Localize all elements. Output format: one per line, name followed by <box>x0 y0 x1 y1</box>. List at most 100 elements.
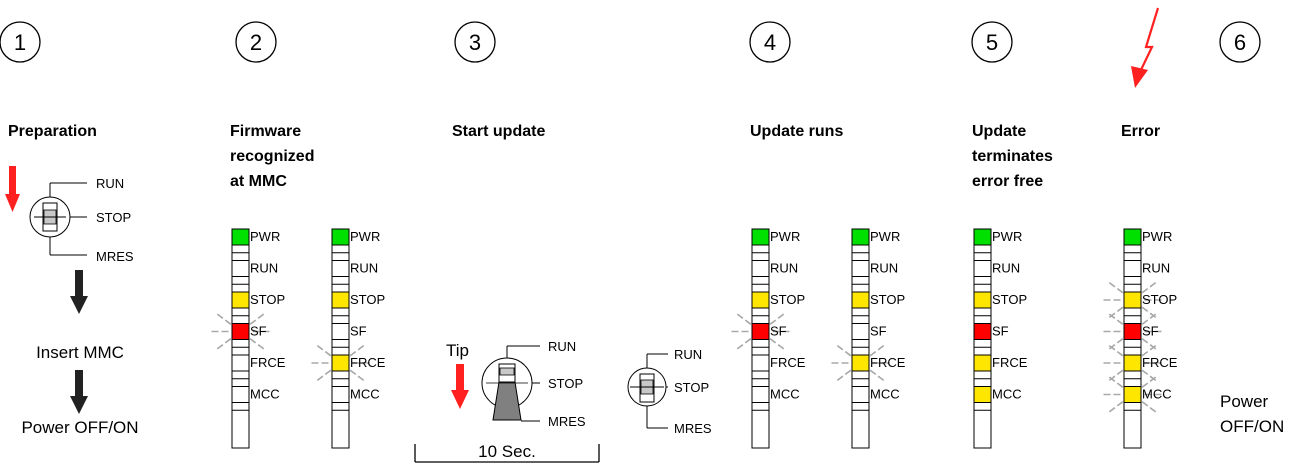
switch-1-mres-label: MRES <box>96 249 134 264</box>
led-sf <box>1123 323 1142 340</box>
step-1-marker: 1 <box>0 21 41 63</box>
led-columns: PWRRUNSTOPSFFRCEMCCPWRRUNSTOPSFFRCEMCCPW… <box>210 228 1178 449</box>
step-6-title: Error <box>1121 123 1160 140</box>
step-5-title-line-1: Update <box>972 123 1026 140</box>
led-label-mcc: MCC <box>250 387 280 402</box>
led-label-run: RUN <box>1142 261 1170 276</box>
switch-1-stop-label: STOP <box>96 210 131 225</box>
led-label-mcc: MCC <box>1142 387 1172 402</box>
off-on-text: OFF/ON <box>1220 417 1284 436</box>
led-label-mcc: MCC <box>350 387 380 402</box>
step-5-marker: 5 <box>971 21 1013 63</box>
led-pwr <box>973 228 992 246</box>
led-label-frce: FRCE <box>350 355 386 370</box>
led-mcc <box>751 386 770 403</box>
led-run <box>973 260 992 277</box>
step-5-title-line-2: terminates <box>972 148 1053 165</box>
switch-3b-run-label: RUN <box>674 347 702 362</box>
led-pwr <box>331 228 350 246</box>
led-label-run: RUN <box>350 261 378 276</box>
dark-down-arrow-icon <box>70 270 88 314</box>
step-2-marker: 2 <box>235 21 277 63</box>
led-label-run: RUN <box>870 261 898 276</box>
duration-label: 10 Sec. <box>478 442 536 461</box>
led-label-pwr: PWR <box>992 229 1022 244</box>
switch-1-run-label: RUN <box>96 176 124 191</box>
led-mcc <box>973 386 992 403</box>
power-off-on-text: Power OFF/ON <box>21 418 138 437</box>
red-down-arrow-icon <box>451 364 469 409</box>
blink-rays-icon <box>310 344 371 382</box>
step-4-marker: 4 <box>749 21 791 63</box>
step-6-number: 6 <box>1234 30 1246 55</box>
led-stop <box>331 291 350 309</box>
led-sf <box>331 323 350 340</box>
mode-switch-tipped: RUN STOP MRES <box>481 339 586 429</box>
led-stop <box>1123 291 1142 309</box>
led-label-run: RUN <box>770 261 798 276</box>
led-label-pwr: PWR <box>250 229 280 244</box>
led-pwr <box>231 228 250 246</box>
led-sf <box>973 323 992 340</box>
led-label-frce: FRCE <box>992 355 1028 370</box>
led-label-run: RUN <box>992 261 1020 276</box>
step-6-marker: 6 <box>1219 21 1261 63</box>
step-1-number: 1 <box>14 30 26 55</box>
led-label-stop: STOP <box>1142 292 1177 307</box>
led-frce <box>231 354 250 372</box>
led-sf <box>231 323 250 340</box>
blink-rays-icon <box>730 312 791 351</box>
led-label-sf: SF <box>1142 324 1159 339</box>
tip-label: Tip <box>446 341 469 360</box>
led-label-stop: STOP <box>250 292 285 307</box>
mode-switch-step-1: RUN STOP MRES <box>29 176 134 264</box>
lightning-icon <box>1131 7 1160 88</box>
step-5-number: 5 <box>986 30 998 55</box>
power-text: Power <box>1220 392 1269 411</box>
insert-mmc-text: Insert MMC <box>36 343 124 362</box>
blink-rays-icon <box>1102 281 1163 319</box>
step-3-number: 3 <box>469 30 481 55</box>
blink-rays-icon <box>210 312 271 351</box>
step-5-title-line-3: error free <box>972 173 1043 190</box>
mode-switch-step-3: RUN STOP MRES <box>627 347 712 436</box>
led-frce <box>1123 354 1142 372</box>
led-pwr <box>751 228 770 246</box>
red-down-arrow-icon <box>5 166 20 212</box>
step-2-title-line-3: at MMC <box>230 173 287 190</box>
led-stop <box>751 291 770 309</box>
led-run <box>1123 260 1142 277</box>
led-frce <box>851 354 870 372</box>
led-label-pwr: PWR <box>1142 229 1172 244</box>
step-2-number: 2 <box>250 30 262 55</box>
switch-3-stop-label: STOP <box>548 376 583 391</box>
led-stop <box>973 291 992 309</box>
led-label-stop: STOP <box>870 292 905 307</box>
step-2-title-line-1: Firmware <box>230 123 301 140</box>
step-2-title-line-2: recognized <box>230 148 314 165</box>
led-label-pwr: PWR <box>870 229 900 244</box>
led-label-frce: FRCE <box>870 355 906 370</box>
led-frce <box>973 354 992 372</box>
led-mcc <box>851 386 870 403</box>
switch-3-run-label: RUN <box>548 339 576 354</box>
step-4-title: Update runs <box>750 123 843 140</box>
led-sf <box>851 323 870 340</box>
led-pwr <box>851 228 870 246</box>
dark-down-arrow-icon <box>70 370 88 414</box>
switch-3-mres-label: MRES <box>548 414 586 429</box>
led-label-sf: SF <box>870 324 887 339</box>
led-label-sf: SF <box>992 324 1009 339</box>
led-label-stop: STOP <box>350 292 385 307</box>
blink-rays-icon <box>830 344 891 382</box>
led-run <box>851 260 870 277</box>
led-label-pwr: PWR <box>350 229 380 244</box>
led-frce <box>751 354 770 372</box>
led-label-sf: SF <box>350 324 367 339</box>
led-run <box>751 260 770 277</box>
